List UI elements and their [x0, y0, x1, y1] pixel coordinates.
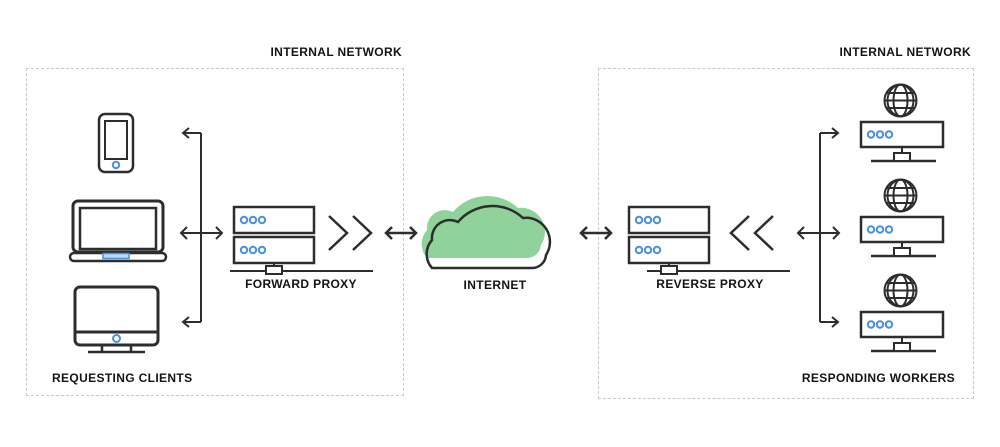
server-icon — [859, 120, 945, 163]
responding-workers-caption: RESPONDING WORKERS — [801, 371, 955, 385]
smartphone-icon — [97, 112, 135, 174]
globe-icon — [883, 83, 918, 118]
forward-proxy-server-icon — [230, 205, 373, 275]
laptop-icon — [68, 199, 168, 263]
reverse-proxy-server-icon — [627, 205, 790, 275]
server-icon — [859, 215, 945, 258]
globe-icon — [883, 273, 918, 308]
forward-proxy-label: FORWARD PROXY — [245, 277, 357, 291]
bidirectional-arrow — [579, 226, 613, 240]
reverse-proxy-label: REVERSE PROXY — [656, 277, 764, 291]
internet-label: INTERNET — [463, 278, 527, 292]
left-internal-network-title: INTERNAL NETWORK — [270, 45, 402, 59]
server-icon — [859, 310, 945, 353]
chevrons-right-icon — [328, 215, 373, 251]
globe-icon — [883, 178, 918, 213]
right-internal-network-title: INTERNAL NETWORK — [839, 45, 971, 59]
clients-connector-arrows — [179, 127, 224, 328]
workers-connector-arrows — [796, 127, 841, 328]
bidirectional-arrow — [384, 226, 418, 240]
requesting-clients-caption: REQUESTING CLIENTS — [52, 371, 193, 385]
chevrons-left-icon — [729, 215, 774, 251]
desktop-computer-icon — [73, 285, 160, 354]
internet-cloud-icon — [421, 196, 552, 270]
